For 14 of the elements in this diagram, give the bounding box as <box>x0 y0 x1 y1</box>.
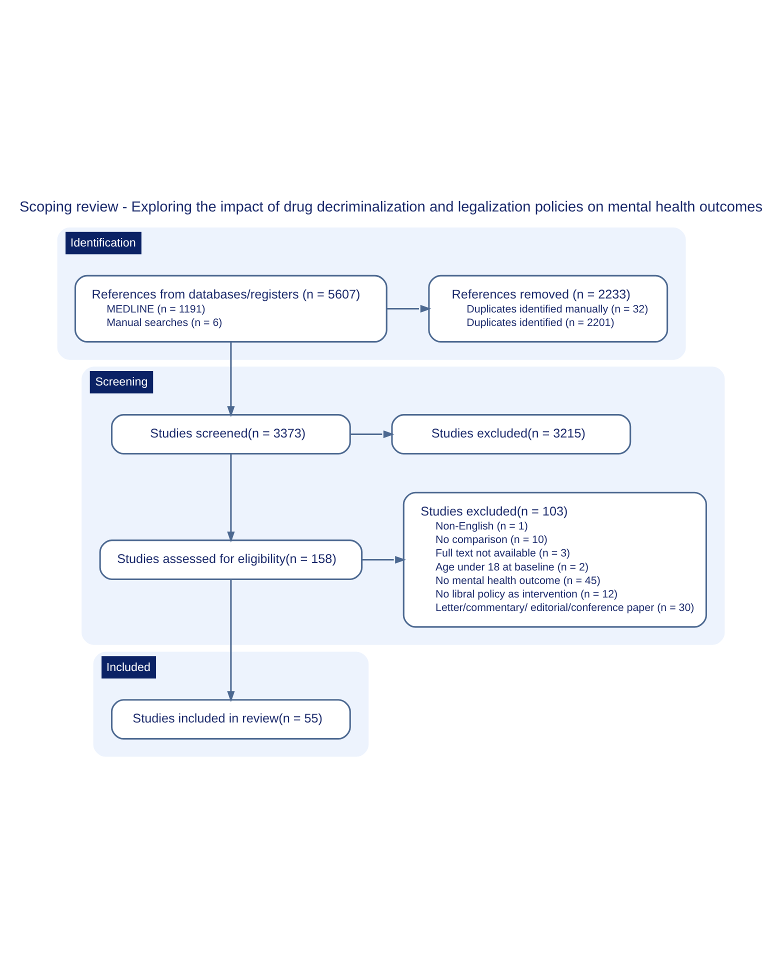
arrow <box>227 342 235 418</box>
arrow <box>227 454 235 543</box>
node-box: Studies excluded(n = 103) Non-English (n = 1) No comparison (n = 10) Full text not available (n = 3) Age under 18 at baseline (n = 2) No mental health outcome (n = 45) No libral policy as intervention (n = 12) Letter/commentary/ editorial/conference paper (n = 30) <box>402 492 708 628</box>
arrow <box>350 430 394 438</box>
node-box: Studies screened(n = 3373) <box>110 414 351 454</box>
node-box: References from databases/registers (n = 5607) MEDLINE (n = 1191) Manual searches (n = 6) <box>74 274 388 343</box>
arrow <box>386 304 432 313</box>
node-box: Studies assessed for eligibility(n = 158) <box>99 540 363 580</box>
diagram-title: Scoping review - Exploring the impact of drug decriminalization and legalization policies on mental health outcomes <box>19 199 763 216</box>
node-box: References removed (n = 2233) Duplicates identified manually (n = 32) Duplicates identified (n = 2201) <box>428 274 668 343</box>
node-box: Studies included in review(n = 55) <box>110 699 351 740</box>
arrow <box>227 579 235 702</box>
node-box: Studies excluded(n = 3215) <box>391 414 632 454</box>
arrow <box>362 556 406 564</box>
